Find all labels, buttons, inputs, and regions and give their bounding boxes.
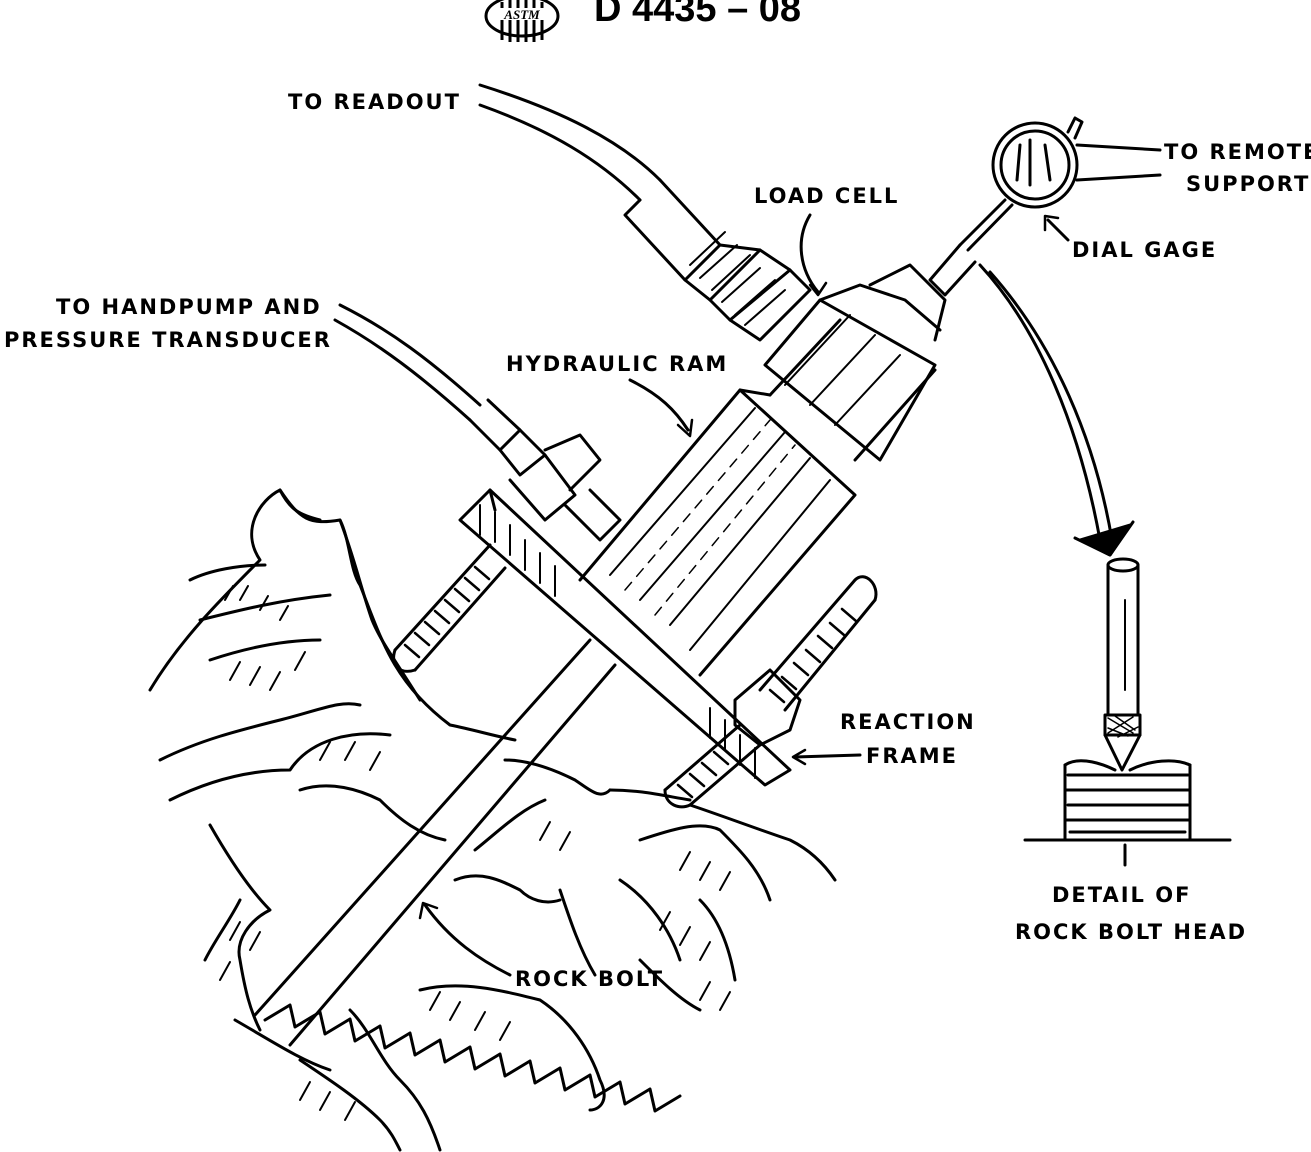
label-rock-bolt: ROCK BOLT <box>515 967 665 991</box>
label-to-handpump-line1: TO HANDPUMP AND <box>56 295 322 319</box>
reaction-studs <box>392 543 878 809</box>
hydraulic-ram <box>578 388 857 677</box>
label-detail-line2: ROCK BOLT HEAD <box>1015 920 1248 944</box>
astm-logo-icon: ASTM <box>484 0 560 42</box>
label-to-remote-line2: SUPPORT <box>1186 172 1311 196</box>
bolt-head-detail <box>1023 557 1232 867</box>
leader-lines <box>418 213 1070 977</box>
label-hydraulic-ram: HYDRAULIC RAM <box>506 352 729 376</box>
detail-arrow <box>978 263 1135 557</box>
label-detail-line1: DETAIL OF <box>1052 883 1192 907</box>
rock-hatching <box>219 585 731 1121</box>
label-load-cell: LOAD CELL <box>754 184 900 208</box>
dial-gage-icon <box>928 116 1162 297</box>
page-header: ASTM D 4435 – 08 <box>0 0 1311 42</box>
standard-designation: D 4435 – 08 <box>594 0 802 30</box>
label-to-handpump-line2: PRESSURE TRANSDUCER <box>4 328 332 352</box>
label-reaction-frame-line1: REACTION <box>840 710 976 734</box>
rock-mass <box>148 488 837 1152</box>
label-reaction-frame-line2: FRAME <box>866 744 959 768</box>
readout-cable <box>478 83 812 342</box>
handpump-hose <box>333 303 622 542</box>
label-to-remote-line1: TO REMOTE <box>1164 140 1311 164</box>
label-to-readout: TO READOUT <box>288 90 461 114</box>
rock-bolt-body <box>253 638 682 1113</box>
reaction-frame <box>458 488 792 787</box>
svg-text:ASTM: ASTM <box>503 7 540 22</box>
load-cell <box>763 263 947 462</box>
label-dial-gage: DIAL GAGE <box>1072 238 1218 262</box>
